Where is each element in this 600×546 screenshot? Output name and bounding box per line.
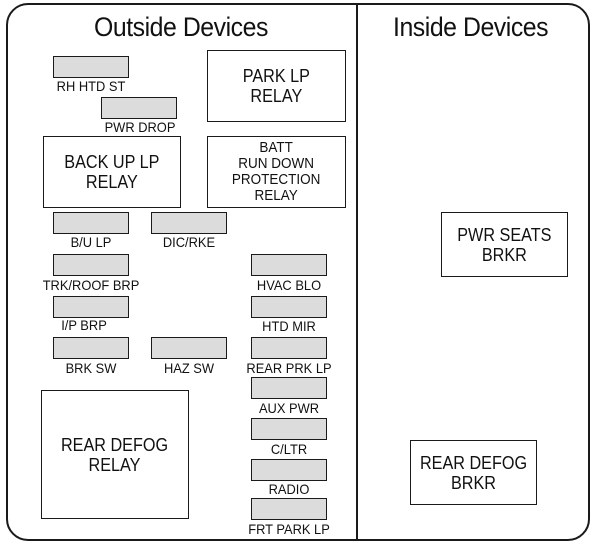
fuse-pwr-drop: [101, 97, 177, 119]
fuse-frt-park-lp: [251, 498, 327, 520]
fuse-dic-rke: [151, 212, 227, 234]
fuse-c-ltr: [251, 418, 327, 440]
fuse-radio: [251, 459, 327, 481]
batt-run-down-relay-label: BATT RUN DOWN PROTECTION RELAY: [232, 139, 321, 204]
inside-devices-title: Inside Devices: [393, 12, 549, 42]
rear-defog-brkr-label: REAR DEFOG BRKR: [419, 452, 528, 493]
rear-defog-relay: REAR DEFOG RELAY: [41, 390, 189, 519]
rear-defog-relay-label: REAR DEFOG RELAY: [61, 434, 169, 475]
outside-devices-title: Outside Devices: [94, 12, 268, 42]
fuse-rh-htd-st: [53, 56, 129, 78]
fuse-brk-sw-label: BRK SW: [65, 360, 117, 376]
pwr-seats-brkr: PWR SEATS BRKR: [441, 212, 568, 277]
fuse-htd-mir-label: HTD MIR: [262, 318, 316, 334]
fuse-c-ltr-label: C/LTR: [270, 441, 308, 457]
fuse-trk-roof-brp: [53, 254, 129, 276]
batt-run-down-protection-relay: BATT RUN DOWN PROTECTION RELAY: [207, 136, 346, 208]
fuse-trk-roof-brp-label: TRK/ROOF BRP: [42, 277, 140, 293]
fuse-rh-htd-st-label: RH HTD ST: [56, 78, 126, 94]
fuse-bu-lp: [53, 212, 129, 234]
rear-defog-brkr: REAR DEFOG BRKR: [410, 440, 537, 505]
fuse-aux-pwr-label: AUX PWR: [258, 400, 320, 416]
fuse-hvac-blo-label: HVAC BLO: [256, 277, 322, 293]
fuse-haz-sw-label: HAZ SW: [163, 360, 215, 376]
fuse-haz-sw: [151, 337, 227, 359]
fuse-ip-brp-label: I/P BRP: [61, 317, 107, 333]
fuse-dic-rke-label: DIC/RKE: [162, 234, 216, 250]
fuse-brk-sw: [53, 337, 129, 359]
pwr-seats-brkr-label: PWR SEATS BRKR: [457, 224, 552, 265]
back-up-lp-relay: BACK UP LP RELAY: [43, 136, 181, 208]
park-lp-relay-label: PARK LP RELAY: [242, 66, 311, 106]
fuse-radio-label: RADIO: [268, 481, 310, 497]
fuse-hvac-blo: [251, 254, 327, 276]
fuse-rear-prk-lp-label: REAR PRK LP: [246, 360, 332, 376]
fuse-frt-park-lp-label: FRT PARK LP: [248, 521, 330, 537]
fuse-pwr-drop-label: PWR DROP: [104, 119, 176, 135]
fuse-htd-mir: [251, 296, 327, 318]
fuse-ip-brp: [53, 296, 129, 318]
fuse-box-frame: [6, 3, 590, 541]
section-divider: [356, 3, 358, 541]
fuse-aux-pwr: [251, 377, 327, 399]
fuse-rear-prk-lp: [251, 337, 327, 359]
back-up-lp-relay-label: BACK UP LP RELAY: [64, 152, 160, 192]
park-lp-relay: PARK LP RELAY: [207, 50, 346, 122]
fuse-bu-lp-label: B/U LP: [70, 234, 112, 250]
